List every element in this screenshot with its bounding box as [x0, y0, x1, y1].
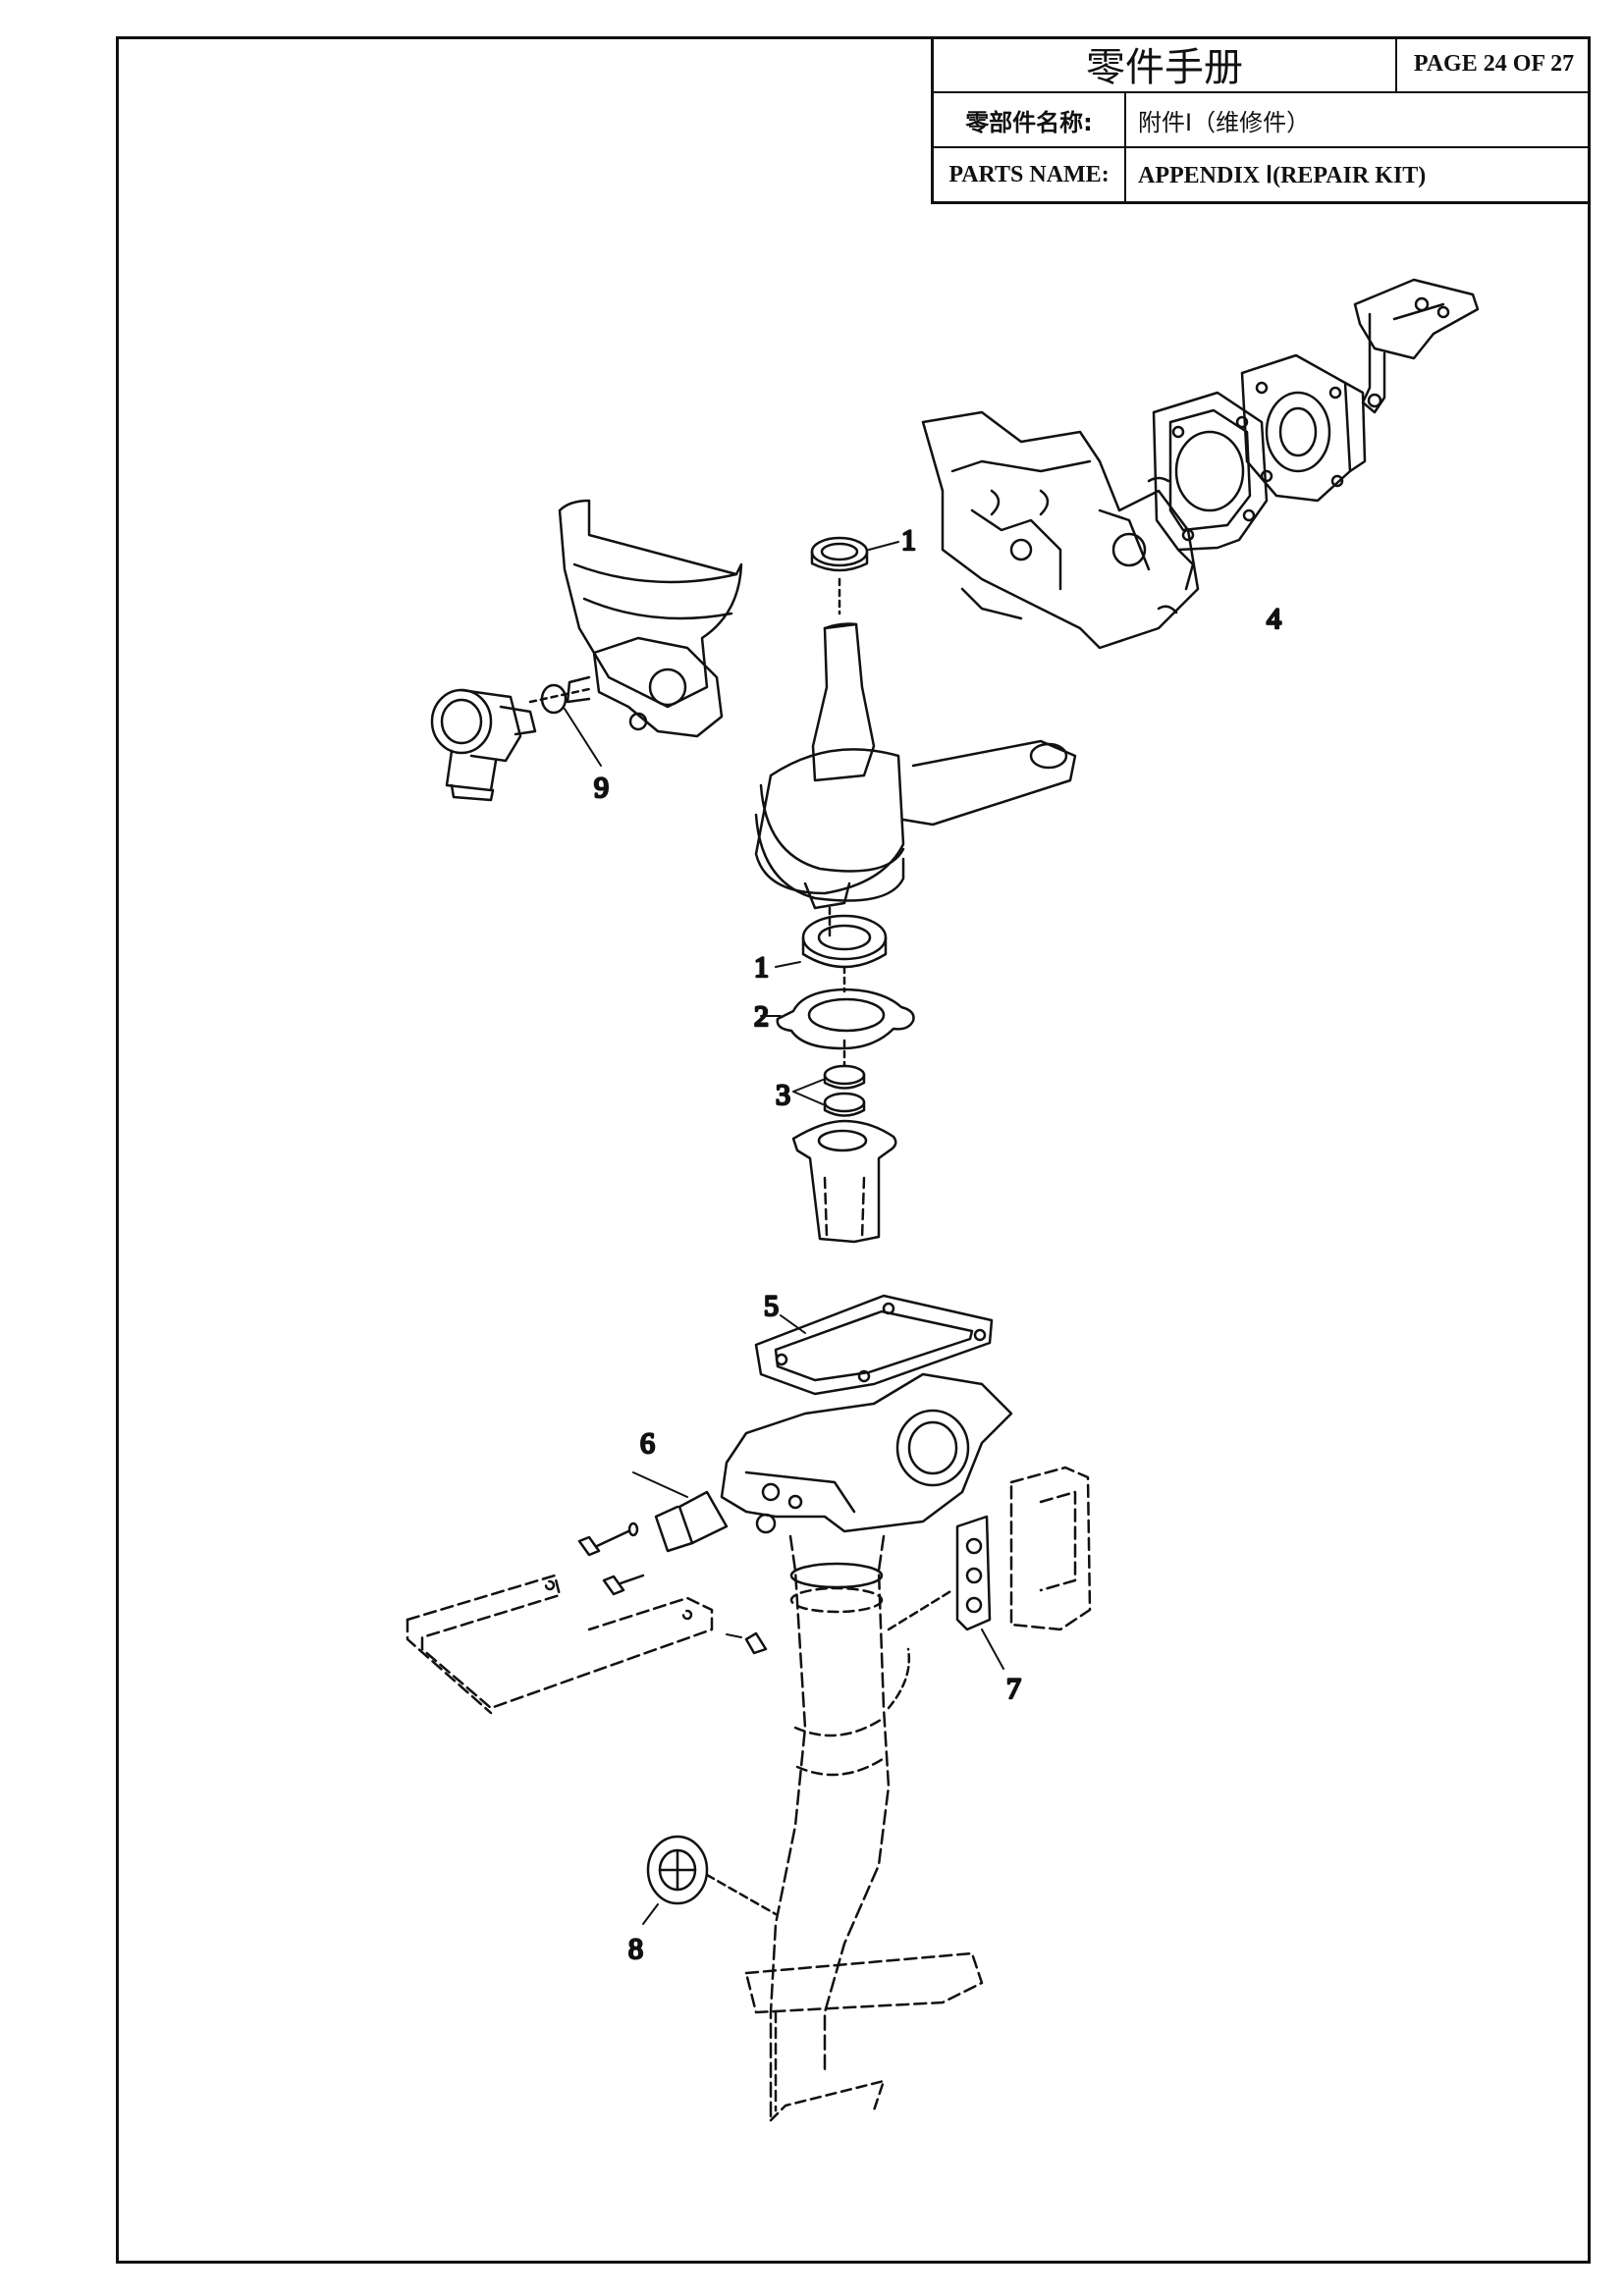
callout-5: 5	[764, 1290, 779, 1322]
callout-1-lower: 1	[754, 951, 769, 984]
callout-2: 2	[754, 1000, 769, 1033]
title-block: 零件手册 PAGE 24 OF 27 零部件名称: 附件Ⅰ（维修件） PARTS…	[931, 36, 1591, 204]
gasket-6	[632, 1471, 729, 1553]
cn-name-value: 附件Ⅰ（维修件）	[1138, 108, 1311, 136]
callout-1-top: 1	[901, 524, 916, 557]
callout-9: 9	[594, 772, 609, 804]
mounting-bracket	[1353, 278, 1480, 414]
bearing-1-lower	[775, 914, 888, 993]
page-number: PAGE 24 OF 27	[1413, 50, 1575, 77]
oil-seals-3	[792, 1064, 866, 1117]
gasket-4	[1152, 391, 1269, 552]
carburetor	[430, 688, 537, 802]
flywheel-cover	[558, 499, 743, 709]
impeller-8	[642, 1835, 778, 1925]
title-row: 零件手册 PAGE 24 OF 27	[934, 36, 1591, 93]
gasket-7	[887, 1515, 1004, 1670]
callout-6: 6	[640, 1427, 655, 1460]
lower-unit-leg	[744, 1534, 984, 2122]
drive-shaft-housing	[720, 1372, 1013, 1534]
callout-8: 8	[628, 1933, 643, 1965]
o-ring-9	[528, 683, 602, 767]
bearing-housing	[791, 1119, 897, 1244]
callout-7: 7	[1006, 1673, 1021, 1705]
callout-4: 4	[1267, 603, 1281, 635]
carburetor-body	[566, 636, 724, 738]
tiller-handle	[406, 1574, 714, 1715]
en-name-row: PARTS NAME: APPENDIX Ⅰ(REPAIR KIT)	[934, 148, 1591, 201]
en-name-label: PARTS NAME:	[934, 148, 1126, 201]
page-frame	[116, 36, 1591, 2264]
gasket-2	[760, 988, 915, 1067]
manual-title: 零件手册	[934, 36, 1397, 91]
oil-seal-1-top	[810, 536, 899, 615]
en-name-value: APPENDIX Ⅰ(REPAIR KIT)	[1138, 162, 1427, 188]
crankcase-housing	[921, 410, 1200, 650]
crankshaft	[754, 622, 1077, 939]
cn-name-row: 零部件名称: 附件Ⅰ（维修件）	[934, 93, 1591, 148]
gasket-5	[754, 1294, 994, 1396]
cn-name-label: 零部件名称:	[934, 93, 1126, 146]
cover-plate	[1240, 353, 1367, 503]
bolts	[577, 1522, 768, 1655]
callout-3: 3	[776, 1079, 790, 1111]
cooling-plate	[1009, 1466, 1092, 1631]
